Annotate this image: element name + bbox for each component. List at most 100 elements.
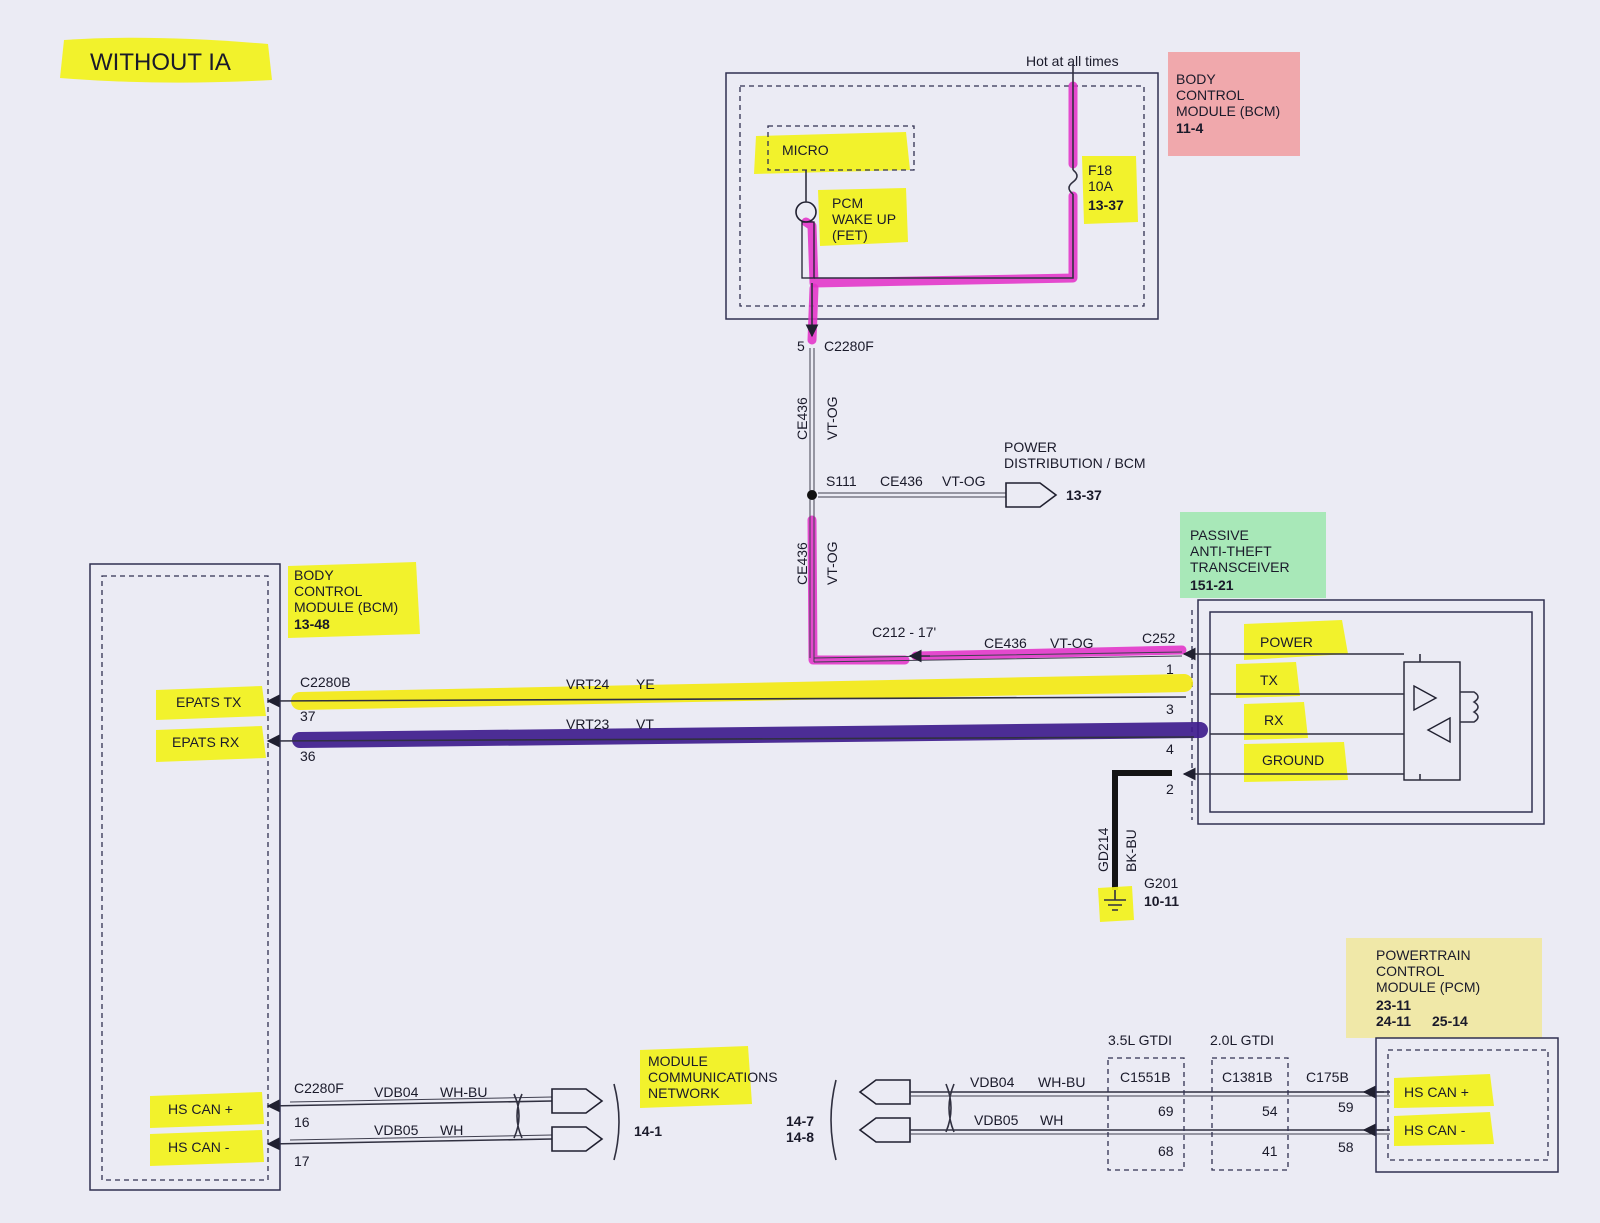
patt-label-bg (1180, 512, 1326, 598)
branch-circuit: CE436 (880, 473, 923, 489)
can-plus-wire-left (266, 1099, 553, 1113)
network-label-1: MODULE (648, 1053, 708, 1069)
dest-label-2: DISTRIBUTION / BCM (1004, 455, 1146, 471)
bcm-left-outer (89, 563, 281, 1191)
c175b-pin-a: 59 (1338, 1099, 1354, 1115)
epats-tx-highlight (156, 686, 266, 720)
engine-1-label: 3.5L GTDI (1108, 1032, 1172, 1048)
patt-label-2: ANTI-THEFT (1190, 543, 1272, 559)
pcm-label-2: CONTROL (1376, 963, 1445, 979)
c252-label: C252 (1142, 630, 1176, 646)
ground-circuit: GD214 (1095, 827, 1111, 872)
dest-ref: 13-37 (1066, 487, 1102, 503)
tx-highlight (291, 674, 1193, 710)
pin-ground-highlight (1244, 742, 1348, 782)
hot-at-all-times-label: Hot at all times (1026, 53, 1119, 69)
patt-label-1: PASSIVE (1190, 527, 1249, 543)
fuse-highlight (1082, 156, 1138, 224)
pin-rx-name: RX (1264, 712, 1284, 728)
pcm-label-bg (1346, 938, 1542, 1038)
ground-point: G201 (1144, 875, 1178, 891)
can-right-w2c: WH (1040, 1112, 1063, 1128)
splice-s111 (807, 490, 817, 500)
hs-can-minus-highlight (150, 1130, 264, 1166)
can-plus-pin: 16 (294, 1114, 310, 1130)
fet-label-1: PCM (832, 195, 863, 211)
patt-ref: 151-21 (1190, 577, 1234, 593)
ce436-color-1: VT-OG (824, 396, 840, 440)
fuse-label-2: 10A (1088, 178, 1114, 194)
bcm-left-label-2: CONTROL (294, 583, 363, 599)
can-left-connector: C2280F (294, 1080, 344, 1096)
can-minus-connector-right (858, 1117, 911, 1143)
rx-wire-color: VT (636, 716, 654, 732)
c1381b-pin-b: 41 (1262, 1143, 1278, 1159)
c2280b-label: C2280B (300, 674, 351, 690)
pcm-label-1: POWERTRAIN (1376, 947, 1471, 963)
hs-can-plus-highlight (150, 1092, 264, 1128)
bcm-top-label-1: BODY (1176, 71, 1216, 87)
pcm-ref-2: 24-11 (1376, 1013, 1411, 1029)
fuse-label-1: F18 (1088, 162, 1112, 178)
diagram-title: WITHOUT IA (90, 49, 231, 76)
network-ref-right-2: 14-8 (786, 1129, 814, 1145)
ground-symbol (1104, 890, 1126, 911)
pin-tx-name: TX (1260, 672, 1279, 688)
dest-label-1: POWER (1004, 439, 1057, 455)
branch-wire (818, 492, 1006, 498)
bcm-left-label-1: BODY (294, 567, 334, 583)
can-left-wire-shadow (289, 1096, 553, 1141)
pcm-ref-1: 23-11 (1376, 997, 1411, 1013)
patt-outer (1197, 599, 1545, 825)
bcm-top-ref: 11-4 (1176, 120, 1203, 136)
network-label-3: NETWORK (648, 1085, 720, 1101)
tx-wire-circuit: VRT24 (566, 676, 610, 692)
power-distribution-arrow (1005, 482, 1058, 508)
bcm-top-inner (739, 85, 1145, 307)
bcm-top-label-2: CONTROL (1176, 87, 1245, 103)
ce436-vertical-1 (809, 348, 815, 500)
power-highlight-top (801, 81, 1078, 288)
c1381b-pin-a: 54 (1262, 1103, 1278, 1119)
rx-wire-circuit: VRT23 (566, 716, 610, 732)
engine-2-label: 2.0L GTDI (1210, 1032, 1274, 1048)
power-highlight-lower (807, 515, 1187, 665)
rx-wire (266, 734, 1195, 748)
ground-color: BK-BU (1123, 829, 1139, 872)
bcm-left-ref: 13-48 (294, 616, 330, 632)
pin-power-highlight (1244, 620, 1348, 660)
tx-wire (266, 694, 1187, 708)
tx-amp-symbol (1413, 684, 1438, 712)
hs-can-minus-label: HS CAN - (168, 1139, 230, 1155)
pcm-ref-3: 25-14 (1432, 1013, 1468, 1029)
pin-power-name: POWER (1260, 634, 1313, 650)
ce436-vertical-2 (809, 500, 815, 662)
can-minus-connector-left (551, 1126, 604, 1152)
patt-label-3: TRANSCEIVER (1190, 559, 1290, 575)
epats-tx-label: EPATS TX (176, 694, 242, 710)
can-minus-wire-left (266, 1137, 553, 1151)
network-brace-right (830, 1079, 837, 1161)
fuse-wire (814, 194, 1074, 279)
network-ref-right-1: 14-7 (786, 1113, 814, 1129)
rx-pin: 36 (300, 748, 316, 764)
c1551b-label: C1551B (1120, 1069, 1171, 1085)
epats-rx-label: EPATS RX (172, 734, 240, 750)
ground-symbol-highlight (1098, 886, 1134, 922)
can-left-w2: VDB05 (374, 1122, 419, 1138)
bcm-left-label-3: MODULE (BCM) (294, 599, 398, 615)
can-right-w2: VDB05 (974, 1112, 1019, 1128)
network-brace-left (613, 1083, 620, 1161)
tx-wire-color: YE (636, 676, 655, 692)
bcm-top-label-3: MODULE (BCM) (1176, 103, 1280, 119)
ce436-circuit-3: CE436 (984, 635, 1027, 651)
pcm-can-plus-highlight (1394, 1074, 1494, 1108)
twisted-pair-right (945, 1083, 955, 1133)
pin-tx-highlight (1236, 662, 1300, 698)
transceiver-body (1403, 661, 1461, 781)
fuse-symbol (1068, 169, 1078, 195)
patt-inner (1209, 611, 1533, 813)
pin-rx-highlight (1244, 702, 1308, 740)
ground-wire (1112, 770, 1172, 890)
fuse-ref: 13-37 (1088, 197, 1124, 213)
